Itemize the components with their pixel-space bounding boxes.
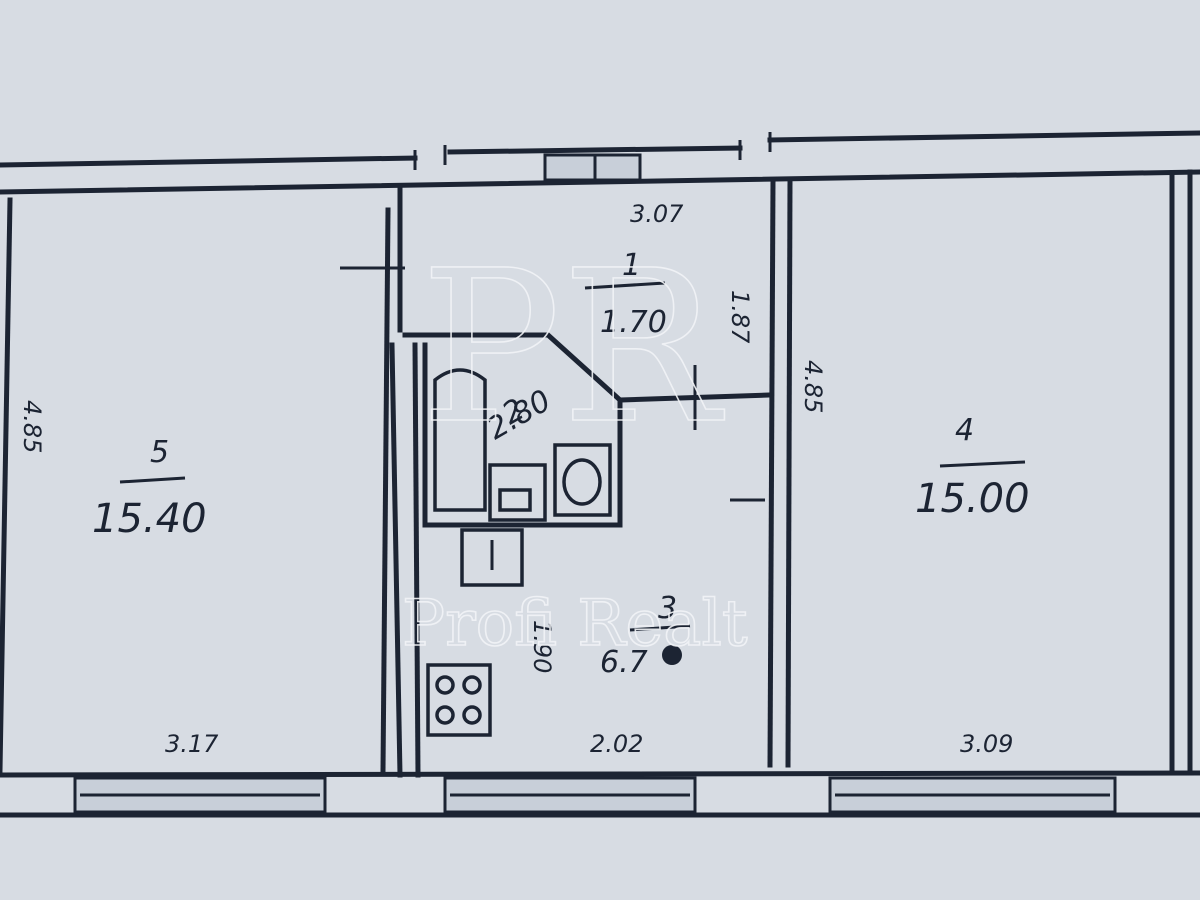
room-label-1: 3.07 1 1.70 1.87	[584, 200, 754, 344]
watermark-text: Profi Realt	[402, 587, 748, 661]
room-width: 2.02	[590, 730, 643, 758]
room-width: 3.17	[165, 730, 219, 758]
kitchen-sink	[460, 528, 524, 587]
room-number: 1	[622, 248, 641, 283]
room-length: 4.85	[799, 360, 827, 413]
room-label-4: 4 15.00 3.09 4.85	[799, 360, 1030, 758]
washbasin	[488, 463, 547, 522]
room-area: 15.40	[92, 496, 207, 542]
room-number: 5	[150, 435, 169, 470]
interior-walls	[0, 169, 1193, 778]
room-width: 3.07	[630, 200, 684, 228]
room-area: 1.70	[600, 305, 667, 340]
toilet	[553, 443, 612, 517]
room-length: 1.90	[528, 620, 556, 673]
room-length: 1.87	[726, 290, 754, 344]
stove	[426, 663, 492, 737]
ink-blot	[662, 645, 682, 665]
outer-walls	[0, 130, 1200, 818]
room-number: 3	[658, 591, 677, 626]
watermark-logo: PR	[420, 225, 725, 470]
room-label-3: 3 6.7 2.02 1.90	[528, 591, 691, 758]
bathtub	[433, 368, 487, 512]
room-area: 6.7	[600, 645, 648, 680]
room-length: 4.85	[18, 400, 46, 453]
room-number: 4	[955, 413, 974, 448]
room-width: 3.09	[960, 730, 1013, 758]
room-label-5: 5 15.40 3.17 4.85	[18, 400, 219, 758]
top-window	[543, 153, 642, 182]
watermark: PR Profi Realt	[401, 224, 749, 662]
room-area: 15.00	[915, 476, 1030, 522]
bottom-windows	[73, 776, 1117, 814]
